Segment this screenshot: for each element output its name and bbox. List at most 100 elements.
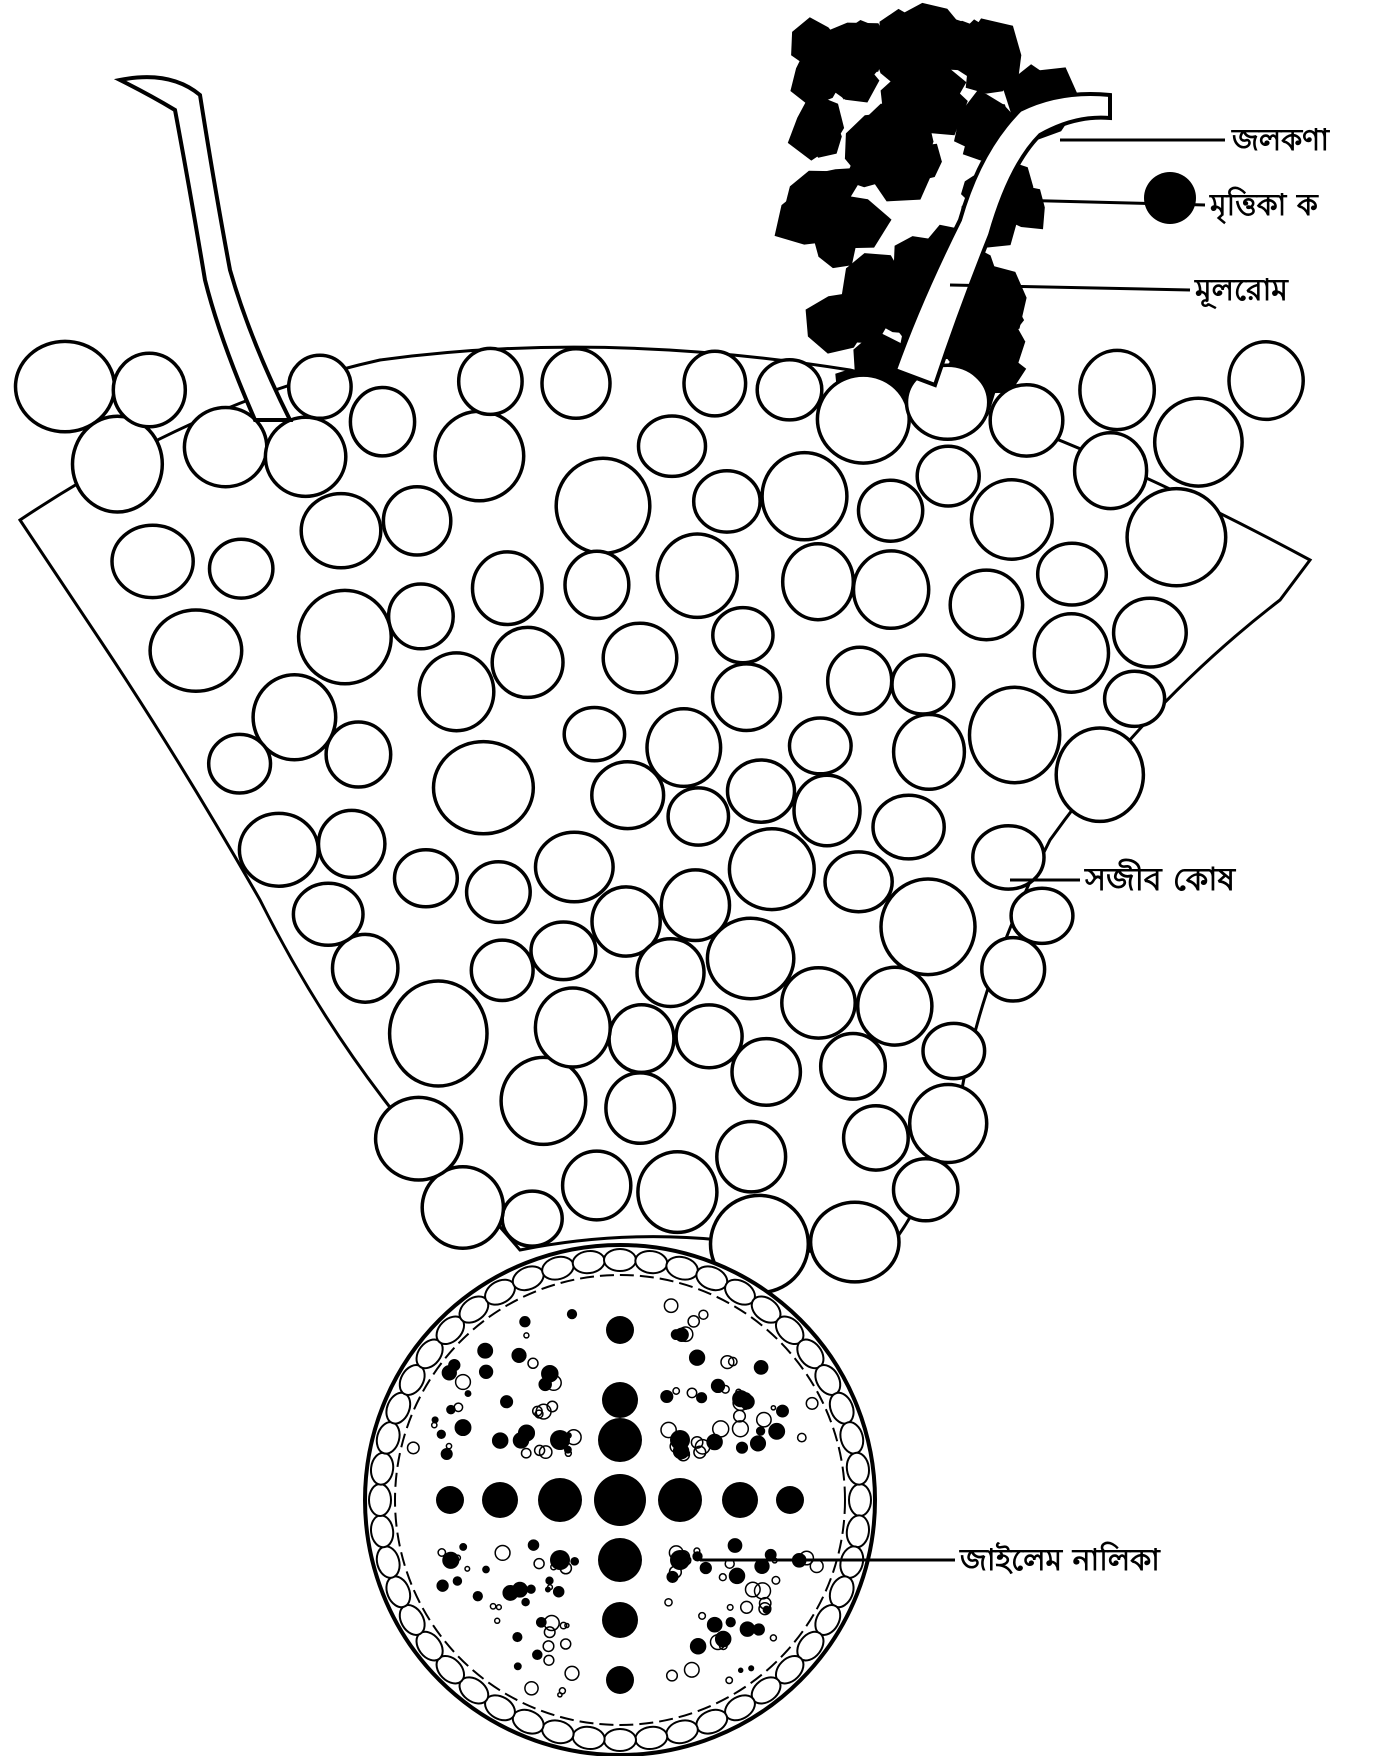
phloem-cell: [743, 1404, 748, 1409]
cell: [1038, 543, 1107, 605]
cell: [859, 480, 923, 541]
phloem-cell: [728, 1539, 741, 1552]
xylem-vessel: [538, 1478, 582, 1522]
cell: [113, 353, 185, 427]
label-root-hair: মূলরোম: [1194, 273, 1289, 309]
cell: [811, 1202, 899, 1282]
phloem-cell: [542, 1366, 558, 1382]
cell: [531, 922, 596, 980]
phloem-cell: [437, 1430, 445, 1438]
cell: [265, 417, 345, 496]
cell: [647, 709, 721, 787]
xylem-vessel: [436, 1486, 464, 1514]
phloem-cell: [751, 1436, 766, 1451]
phloem-cell: [755, 1361, 768, 1374]
phloem-cell: [455, 1420, 470, 1435]
cell: [794, 775, 860, 845]
cell: [881, 879, 975, 975]
cell: [657, 534, 737, 617]
cell: [637, 939, 704, 1007]
cell: [319, 810, 385, 877]
cell: [395, 850, 458, 907]
phloem-cell: [546, 1587, 550, 1591]
cell: [684, 351, 746, 416]
xylem-vessel: [722, 1482, 758, 1518]
xylem-vessel: [670, 1550, 690, 1570]
phloem-cell: [749, 1666, 754, 1671]
cell: [821, 1034, 886, 1100]
parenchyma-cells: [16, 341, 1304, 1292]
cell: [239, 813, 318, 886]
cell: [910, 1085, 987, 1163]
cell: [536, 832, 614, 901]
cell: [542, 349, 610, 419]
cell: [950, 570, 1022, 640]
soil-particle: [815, 196, 891, 249]
xylem-vessel: [598, 1538, 642, 1582]
xylem-vessel: [550, 1430, 570, 1450]
cell: [390, 981, 487, 1086]
cell: [713, 664, 781, 731]
label-soil-particle: মৃত্তিকা ক: [1209, 186, 1319, 225]
phloem-cell: [740, 1622, 754, 1636]
xylem-vessels: [369, 1249, 871, 1751]
phloem-cell: [493, 1433, 508, 1448]
cell: [473, 552, 543, 625]
cell: [1105, 671, 1165, 726]
phloem-cell: [515, 1663, 521, 1669]
phloem-cell: [480, 1365, 493, 1378]
phloem-cell: [527, 1585, 535, 1593]
cell: [434, 742, 534, 834]
phloem-cell: [546, 1577, 553, 1584]
phloem-cell: [769, 1424, 784, 1439]
cell: [639, 416, 706, 476]
cell: [501, 1057, 586, 1144]
cell: [1034, 614, 1108, 692]
xylem-vessel: [598, 1418, 642, 1462]
cell: [293, 883, 363, 945]
cell: [1075, 433, 1147, 509]
cell: [565, 551, 629, 618]
xylem-vessel: [670, 1430, 690, 1450]
phloem-cell: [726, 1618, 735, 1627]
cell: [210, 539, 273, 598]
phloem-cell: [513, 1633, 522, 1642]
cell: [1080, 350, 1154, 429]
phloem-cell: [568, 1310, 577, 1319]
cell: [844, 1106, 909, 1170]
cell: [892, 655, 954, 714]
cell: [289, 355, 351, 418]
pericycle-cell: [604, 1249, 636, 1271]
cell: [661, 870, 729, 941]
pericycle-cell: [604, 1729, 636, 1751]
xylem-vessel: [602, 1602, 638, 1638]
cell: [828, 647, 892, 714]
phloem-cell: [739, 1668, 743, 1672]
phloem-cell: [437, 1580, 448, 1591]
phloem-cell: [460, 1544, 466, 1550]
phloem-cell: [675, 1328, 688, 1341]
cell: [713, 608, 773, 663]
cell: [301, 494, 381, 568]
cell: [535, 988, 610, 1067]
phloem-cell: [661, 1391, 673, 1403]
cell: [782, 968, 855, 1038]
cell: [790, 718, 852, 774]
phloem-cell: [708, 1618, 722, 1632]
cell: [1011, 888, 1073, 943]
phloem-cell: [697, 1393, 707, 1403]
xylem-vessel: [550, 1550, 570, 1570]
xylem-vessel: [606, 1316, 634, 1344]
phloem-cell: [478, 1344, 492, 1358]
cell: [1127, 489, 1226, 586]
label-living-cell: সজীব কোষ: [1084, 858, 1237, 898]
pericycle-cell: [849, 1484, 871, 1516]
pericycle-cell: [369, 1484, 391, 1516]
cell: [383, 487, 450, 555]
vascular-cylinder: [365, 1245, 875, 1755]
phloem-cell: [520, 1317, 530, 1327]
phloem-cell: [554, 1587, 564, 1597]
phloem-cell: [533, 1650, 542, 1659]
phloem-cell: [753, 1624, 764, 1635]
phloem-cell: [700, 1563, 711, 1574]
